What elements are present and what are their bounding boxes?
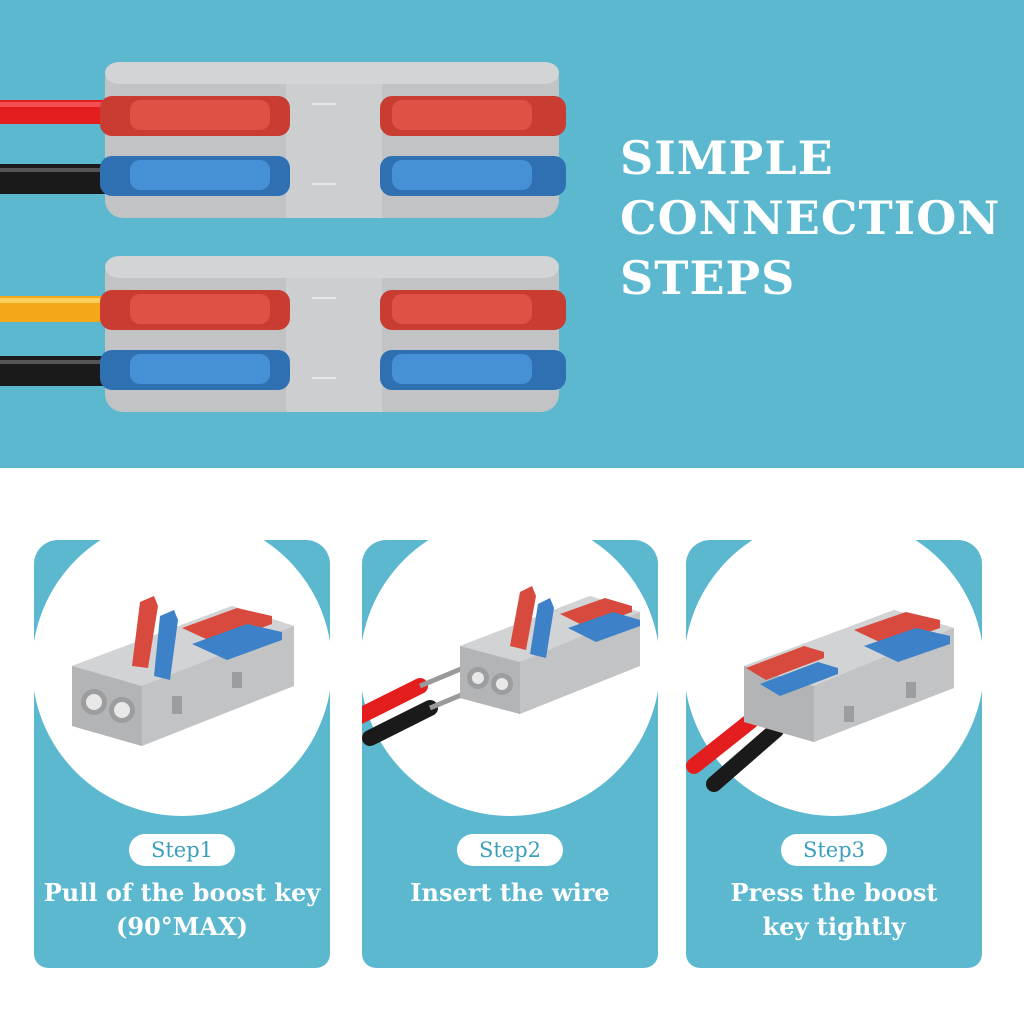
step-2-caption-line-1: Insert the wire [410, 878, 610, 907]
connector-insert-wire-illustration [362, 586, 640, 746]
step-3-caption-line-1: Press the boost [730, 878, 938, 907]
connector-pressed-lever-illustration [686, 610, 954, 792]
headline-line-3: STEPS [620, 251, 796, 305]
connector-product-photo [0, 62, 566, 412]
step-3-badge: Step3 [780, 834, 888, 866]
step-3-caption-line-2: key tightly [762, 912, 906, 941]
connector-bottom [100, 256, 566, 412]
wire-black-top-highlight [0, 168, 115, 172]
step-1-badge: Step1 [128, 834, 236, 866]
headline: SIMPLE CONNECTION STEPS [620, 128, 1000, 308]
connector-open-lever-illustration [72, 596, 294, 746]
step-2-caption: Insert the wire [362, 876, 658, 910]
step-1-caption-line-1: Pull of the boost key [43, 878, 321, 907]
connector-top [100, 62, 566, 218]
wire-yellow-highlight [0, 298, 115, 303]
step-3-image-circle [686, 540, 982, 816]
step-card-3: Step3 Press the boost key tightly [686, 540, 982, 968]
wire-red-top-highlight [0, 102, 115, 107]
step-1-image-circle [34, 540, 330, 816]
step-2-image-circle [362, 540, 658, 816]
step-1-caption-line-2: (90°MAX) [116, 912, 248, 941]
step-card-2: Step2 Insert the wire [362, 540, 658, 968]
hero-banner: SIMPLE CONNECTION STEPS [0, 0, 1024, 468]
headline-line-2: CONNECTION [620, 191, 1001, 245]
step-1-caption: Pull of the boost key (90°MAX) [34, 876, 330, 944]
wire-black-bottom-highlight [0, 360, 115, 364]
headline-line-1: SIMPLE [620, 131, 834, 185]
step-2-badge: Step2 [456, 834, 564, 866]
step-3-caption: Press the boost key tightly [686, 876, 982, 944]
step-card-1: Step1 Pull of the boost key (90°MAX) [34, 540, 330, 968]
